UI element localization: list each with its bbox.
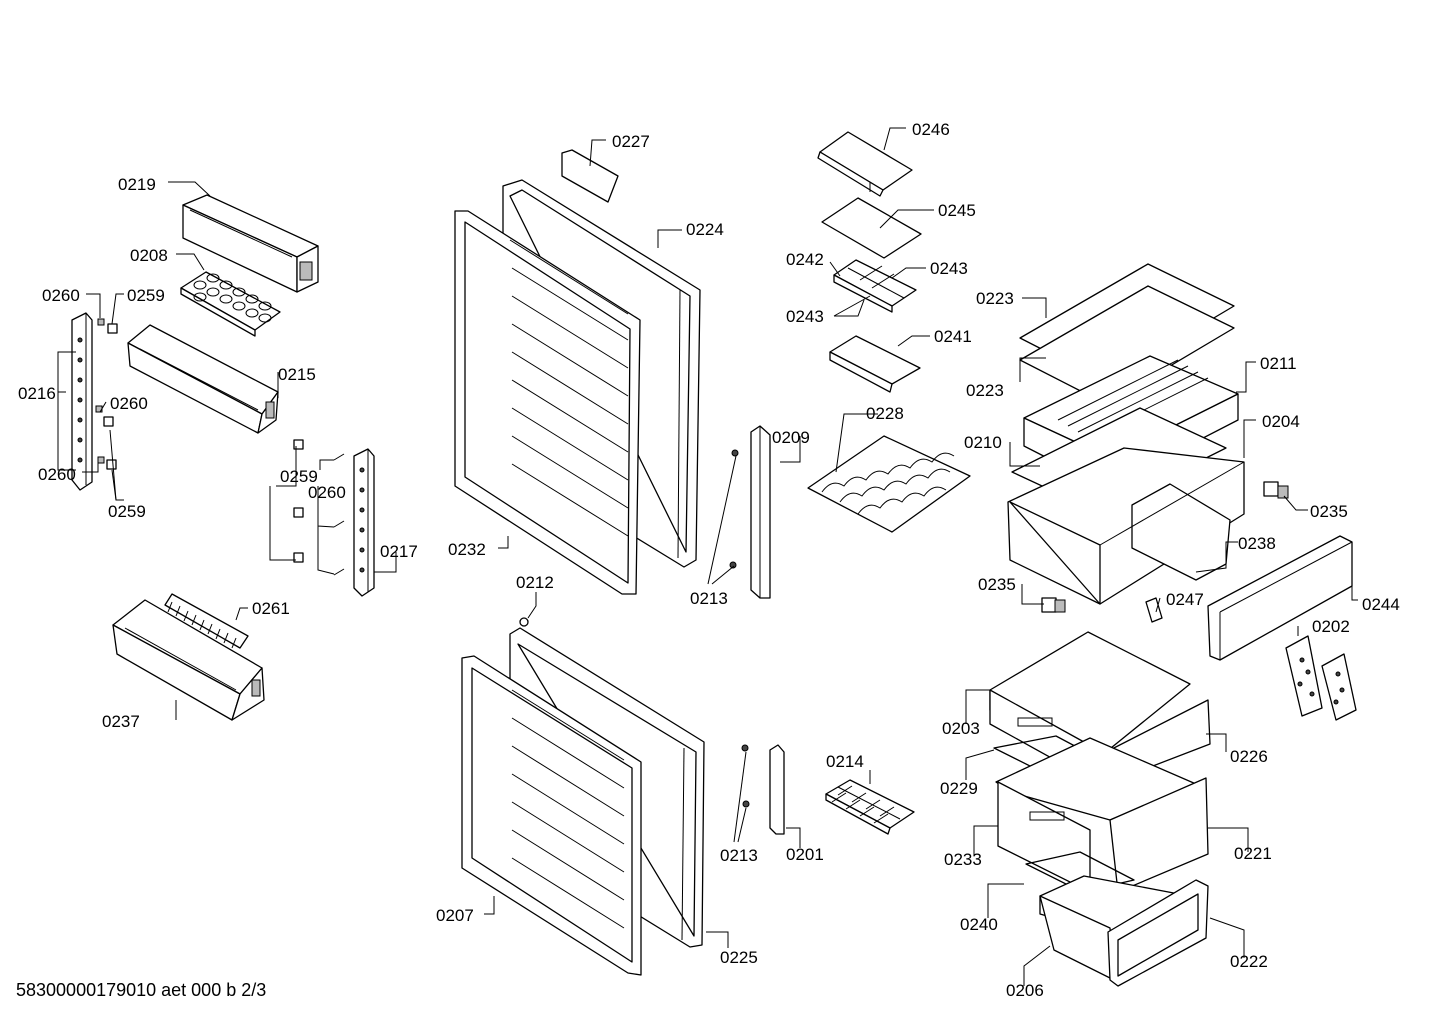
label-0238: 0238 [1238,534,1276,553]
label-0215: 0215 [278,365,316,384]
label-0247: 0247 [1166,590,1204,609]
label-0243: 0243 [786,307,824,326]
label-0210: 0210 [964,433,1002,452]
part-0201-strip [769,744,785,835]
label-0245: 0245 [938,201,976,220]
label-0206: 0206 [1006,981,1044,1000]
label-0226: 0226 [1230,747,1268,766]
label-0227: 0227 [612,132,650,151]
label-0213: 0213 [720,846,758,865]
label-0259: 0259 [108,502,146,521]
label-0209: 0209 [772,428,810,447]
part-0223-glass-shelf-lower [1019,285,1235,405]
part-0202-cold-packs [1285,635,1357,721]
label-0216: 0216 [18,384,56,403]
part-0247-clip [1145,597,1163,623]
label-0246: 0246 [912,120,950,139]
label-0241: 0241 [934,327,972,346]
label-0203: 0203 [942,719,980,738]
label-0223: 0223 [976,289,1014,308]
part-0240-plate [1025,851,1135,893]
leader-lines [57,127,1358,986]
label-0243: 0243 [930,259,968,278]
label-0221: 0221 [1234,844,1272,863]
label-0260: 0260 [42,286,80,305]
part-clips-0259-0260 [95,318,118,470]
part-clips-0217 [293,439,345,576]
label-0260: 0260 [308,483,346,502]
part-0214-ice-tray [825,779,915,835]
label-0240: 0240 [960,915,998,934]
label-0244: 0244 [1362,595,1400,614]
part-0227-label [561,149,619,203]
label-0225: 0225 [720,948,758,967]
label-0259: 0259 [127,286,165,305]
part-0209-strip [750,425,771,599]
part-0245-plate [821,197,922,259]
part-0215-door-shelf [127,324,279,434]
label-0219: 0219 [118,175,156,194]
label-0235: 0235 [978,575,1016,594]
part-0241-tray [829,335,921,393]
label-0217: 0217 [380,542,418,561]
label-0212: 0212 [516,573,554,592]
label-0223: 0223 [966,381,1004,400]
part-0261-bottle-rack [164,593,249,649]
label-0259: 0259 [280,467,318,486]
label-0233: 0233 [944,850,982,869]
part-0222-drawer-front [1107,879,1209,987]
label-0208: 0208 [130,246,168,265]
part-0207-lower-gasket [461,655,642,976]
part-0208-egg-tray [180,271,281,337]
label-0211: 0211 [1260,354,1297,373]
part-0246-cover [817,131,913,197]
label-0228: 0228 [866,404,904,423]
label-0207: 0207 [436,906,474,925]
part-0219-door-shelf [182,194,319,293]
part-0228-bottle-rack [807,435,971,533]
label-0229: 0229 [940,779,978,798]
label-0232: 0232 [448,540,486,559]
part-number-labels: 0219 0208 0260 0259 0216 0215 0260 0260 … [18,120,1400,1000]
label-0214: 0214 [826,752,864,771]
part-0244-front-panel [1207,535,1353,661]
part-0237-balcony-shelf [112,599,265,721]
label-0260: 0260 [38,465,76,484]
part-0212-hinge-pin [519,617,529,627]
part-0213-screws-lower [741,744,750,808]
part-0216-door-rail [71,312,93,491]
label-0235: 0235 [1310,502,1348,521]
label-0222: 0222 [1230,952,1268,971]
label-0201: 0201 [786,845,824,864]
label-0213: 0213 [690,589,728,608]
part-0217-door-rail [353,448,375,597]
label-0260: 0260 [110,394,148,413]
part-0232-upper-gasket [454,210,641,595]
label-0204: 0204 [1262,412,1300,431]
label-0242: 0242 [786,250,824,269]
label-0202: 0202 [1312,617,1350,636]
part-0213-screws-upper [729,449,739,569]
part-0235-clips [1041,481,1289,613]
label-0237: 0237 [102,712,140,731]
label-0224: 0224 [686,220,724,239]
part-0204-crisper-box [1007,447,1245,605]
document-code: 58300000179010 aet 000 b 2/3 [16,980,267,1000]
part-0233-freezer-drawer [995,737,1209,893]
label-0261: 0261 [252,599,290,618]
part-0242-0243-divider-box [833,259,917,313]
